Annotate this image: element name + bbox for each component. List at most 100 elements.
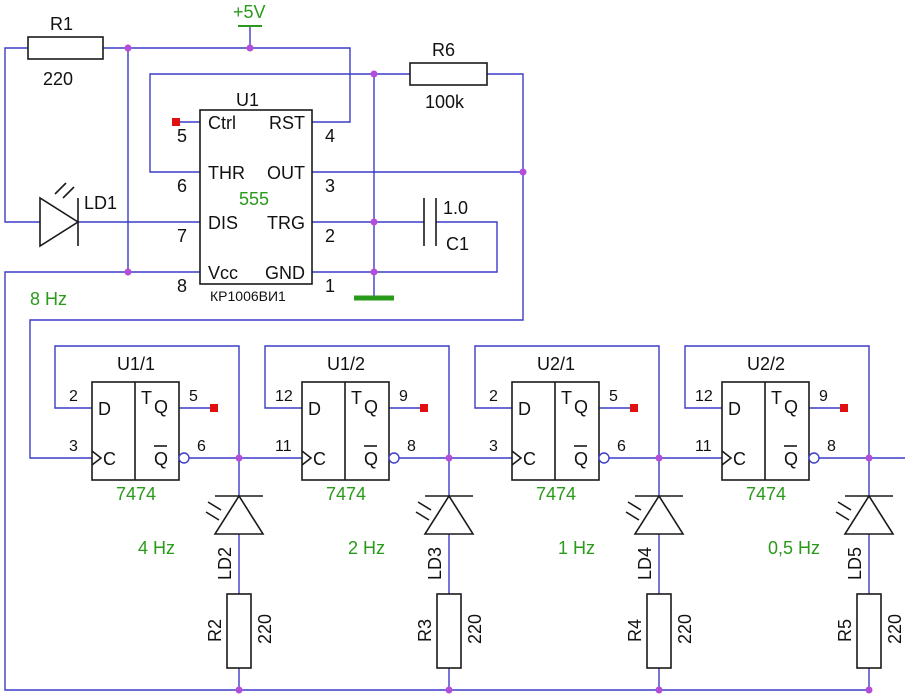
ff-q-label: Q [364, 397, 378, 417]
resistor-ref: R2 [205, 619, 225, 642]
ff-c-pin: 11 [275, 438, 292, 455]
stage-resistor [856, 593, 882, 669]
stage-freq: 4 Hz [138, 538, 175, 558]
ff-d-label: D [728, 399, 741, 419]
resistor-ref: R4 [625, 619, 645, 642]
ff-d-pin: 2 [69, 388, 78, 405]
nc-marker [840, 404, 848, 412]
led-triangle [843, 494, 895, 535]
timer-part: КР1006ВИ1 [210, 288, 286, 304]
resistor-value: 220 [885, 614, 905, 644]
resistor-value: 220 [675, 614, 695, 644]
ff-qn-label: Q [784, 449, 798, 469]
timer-pin-name-rst: RST [269, 113, 305, 133]
ff-qn-pin: 8 [407, 438, 416, 455]
ff-d-label: D [518, 399, 531, 419]
ff-part: 7474 [536, 484, 576, 504]
resistor-value: 220 [255, 614, 275, 644]
ff-c-pin: 3 [69, 438, 78, 455]
stage-resistor [226, 593, 252, 669]
timer-pin-name-dis: DIS [208, 213, 238, 233]
stage-resistor [436, 593, 462, 669]
ff-qn-label: Q [364, 449, 378, 469]
r6-value: 100k [425, 92, 465, 112]
ff-ref: U1/2 [327, 354, 365, 374]
timer-junctions [124, 44, 527, 276]
r1-ref: R1 [50, 14, 73, 34]
ff-c-pin: 3 [489, 438, 498, 455]
vcc-label: +5V [233, 2, 266, 22]
capacitor-c1: 1.0 C1 [423, 198, 469, 254]
timer-ref: U1 [236, 90, 259, 110]
led-ref: LD2 [215, 547, 235, 580]
ff-q-pin: 9 [819, 388, 828, 405]
timer-pin-num-6: 6 [177, 176, 187, 196]
resistor-r1: R1 220 [27, 14, 104, 89]
timer-pin-name-trg: TRG [267, 213, 305, 233]
nc-marker [420, 404, 428, 412]
ff-q-pin: 5 [189, 388, 198, 405]
ff-part: 7474 [116, 484, 156, 504]
led-ref: LD4 [635, 547, 655, 580]
ff-qn-pin: 6 [197, 438, 206, 455]
led-ld1: LD1 [39, 182, 117, 248]
led-triangle [423, 494, 475, 535]
ff-q-pin: 9 [399, 388, 408, 405]
stage-freq: 1 Hz [558, 538, 595, 558]
ff-part: 7474 [746, 484, 786, 504]
led-ref: LD5 [845, 547, 865, 580]
ff-c-label: C [103, 449, 116, 469]
ff-d-pin: 2 [489, 388, 498, 405]
ff-t-label: T [351, 388, 362, 408]
timer-pin-num-2: 2 [325, 226, 335, 246]
timer-pin-num-1: 1 [325, 276, 335, 296]
timer-pin-name-out: OUT [267, 163, 305, 183]
timer-pin-num-8: 8 [177, 276, 187, 296]
ff-t-label: T [141, 388, 152, 408]
c1-value: 1.0 [443, 198, 468, 218]
ff-qn-label: Q [574, 449, 588, 469]
ff-part: 7474 [326, 484, 366, 504]
ctrl-nc-marker [172, 118, 180, 126]
freq-main: 8 Hz [30, 289, 67, 309]
ff-qn-pin: 6 [617, 438, 626, 455]
ff-q-label: Q [784, 397, 798, 417]
nc-marker [210, 404, 218, 412]
timer-pin-name-gnd: GND [265, 263, 305, 283]
timer-pin-name-thr: THR [208, 163, 245, 183]
timer-type: 555 [239, 189, 269, 209]
timer-pin-num-5: 5 [177, 126, 187, 146]
stage-freq: 0,5 Hz [768, 538, 820, 558]
timer-pin-num-4: 4 [325, 126, 335, 146]
led-triangle [633, 494, 685, 535]
ff-ref: U2/2 [747, 354, 785, 374]
r6-ref: R6 [432, 40, 455, 60]
r1-value: 220 [43, 69, 73, 89]
c1-ref: C1 [446, 234, 469, 254]
timer-wiring [4, 26, 870, 691]
ff-ref: U1/1 [117, 354, 155, 374]
resistor-value: 220 [465, 614, 485, 644]
resistor-r6: R6 100k [409, 40, 488, 112]
ff-d-label: D [98, 399, 111, 419]
resistor-ref: R3 [415, 619, 435, 642]
timer-pin-num-3: 3 [325, 176, 335, 196]
power-symbol: +5V [233, 2, 266, 27]
ff-c-label: C [523, 449, 536, 469]
ff-t-label: T [771, 388, 782, 408]
stage-resistor [646, 593, 672, 669]
resistor-ref: R5 [835, 619, 855, 642]
ff-d-pin: 12 [695, 388, 713, 405]
nc-marker [630, 404, 638, 412]
ff-c-label: C [733, 449, 746, 469]
ff-d-label: D [308, 399, 321, 419]
timer-pin-name-ctrl: Ctrl [208, 113, 236, 133]
ff-q-pin: 5 [609, 388, 618, 405]
led-triangle [213, 494, 265, 535]
timer-pin-num-7: 7 [177, 226, 187, 246]
ff-t-label: T [561, 388, 572, 408]
ff-d-pin: 12 [275, 388, 293, 405]
